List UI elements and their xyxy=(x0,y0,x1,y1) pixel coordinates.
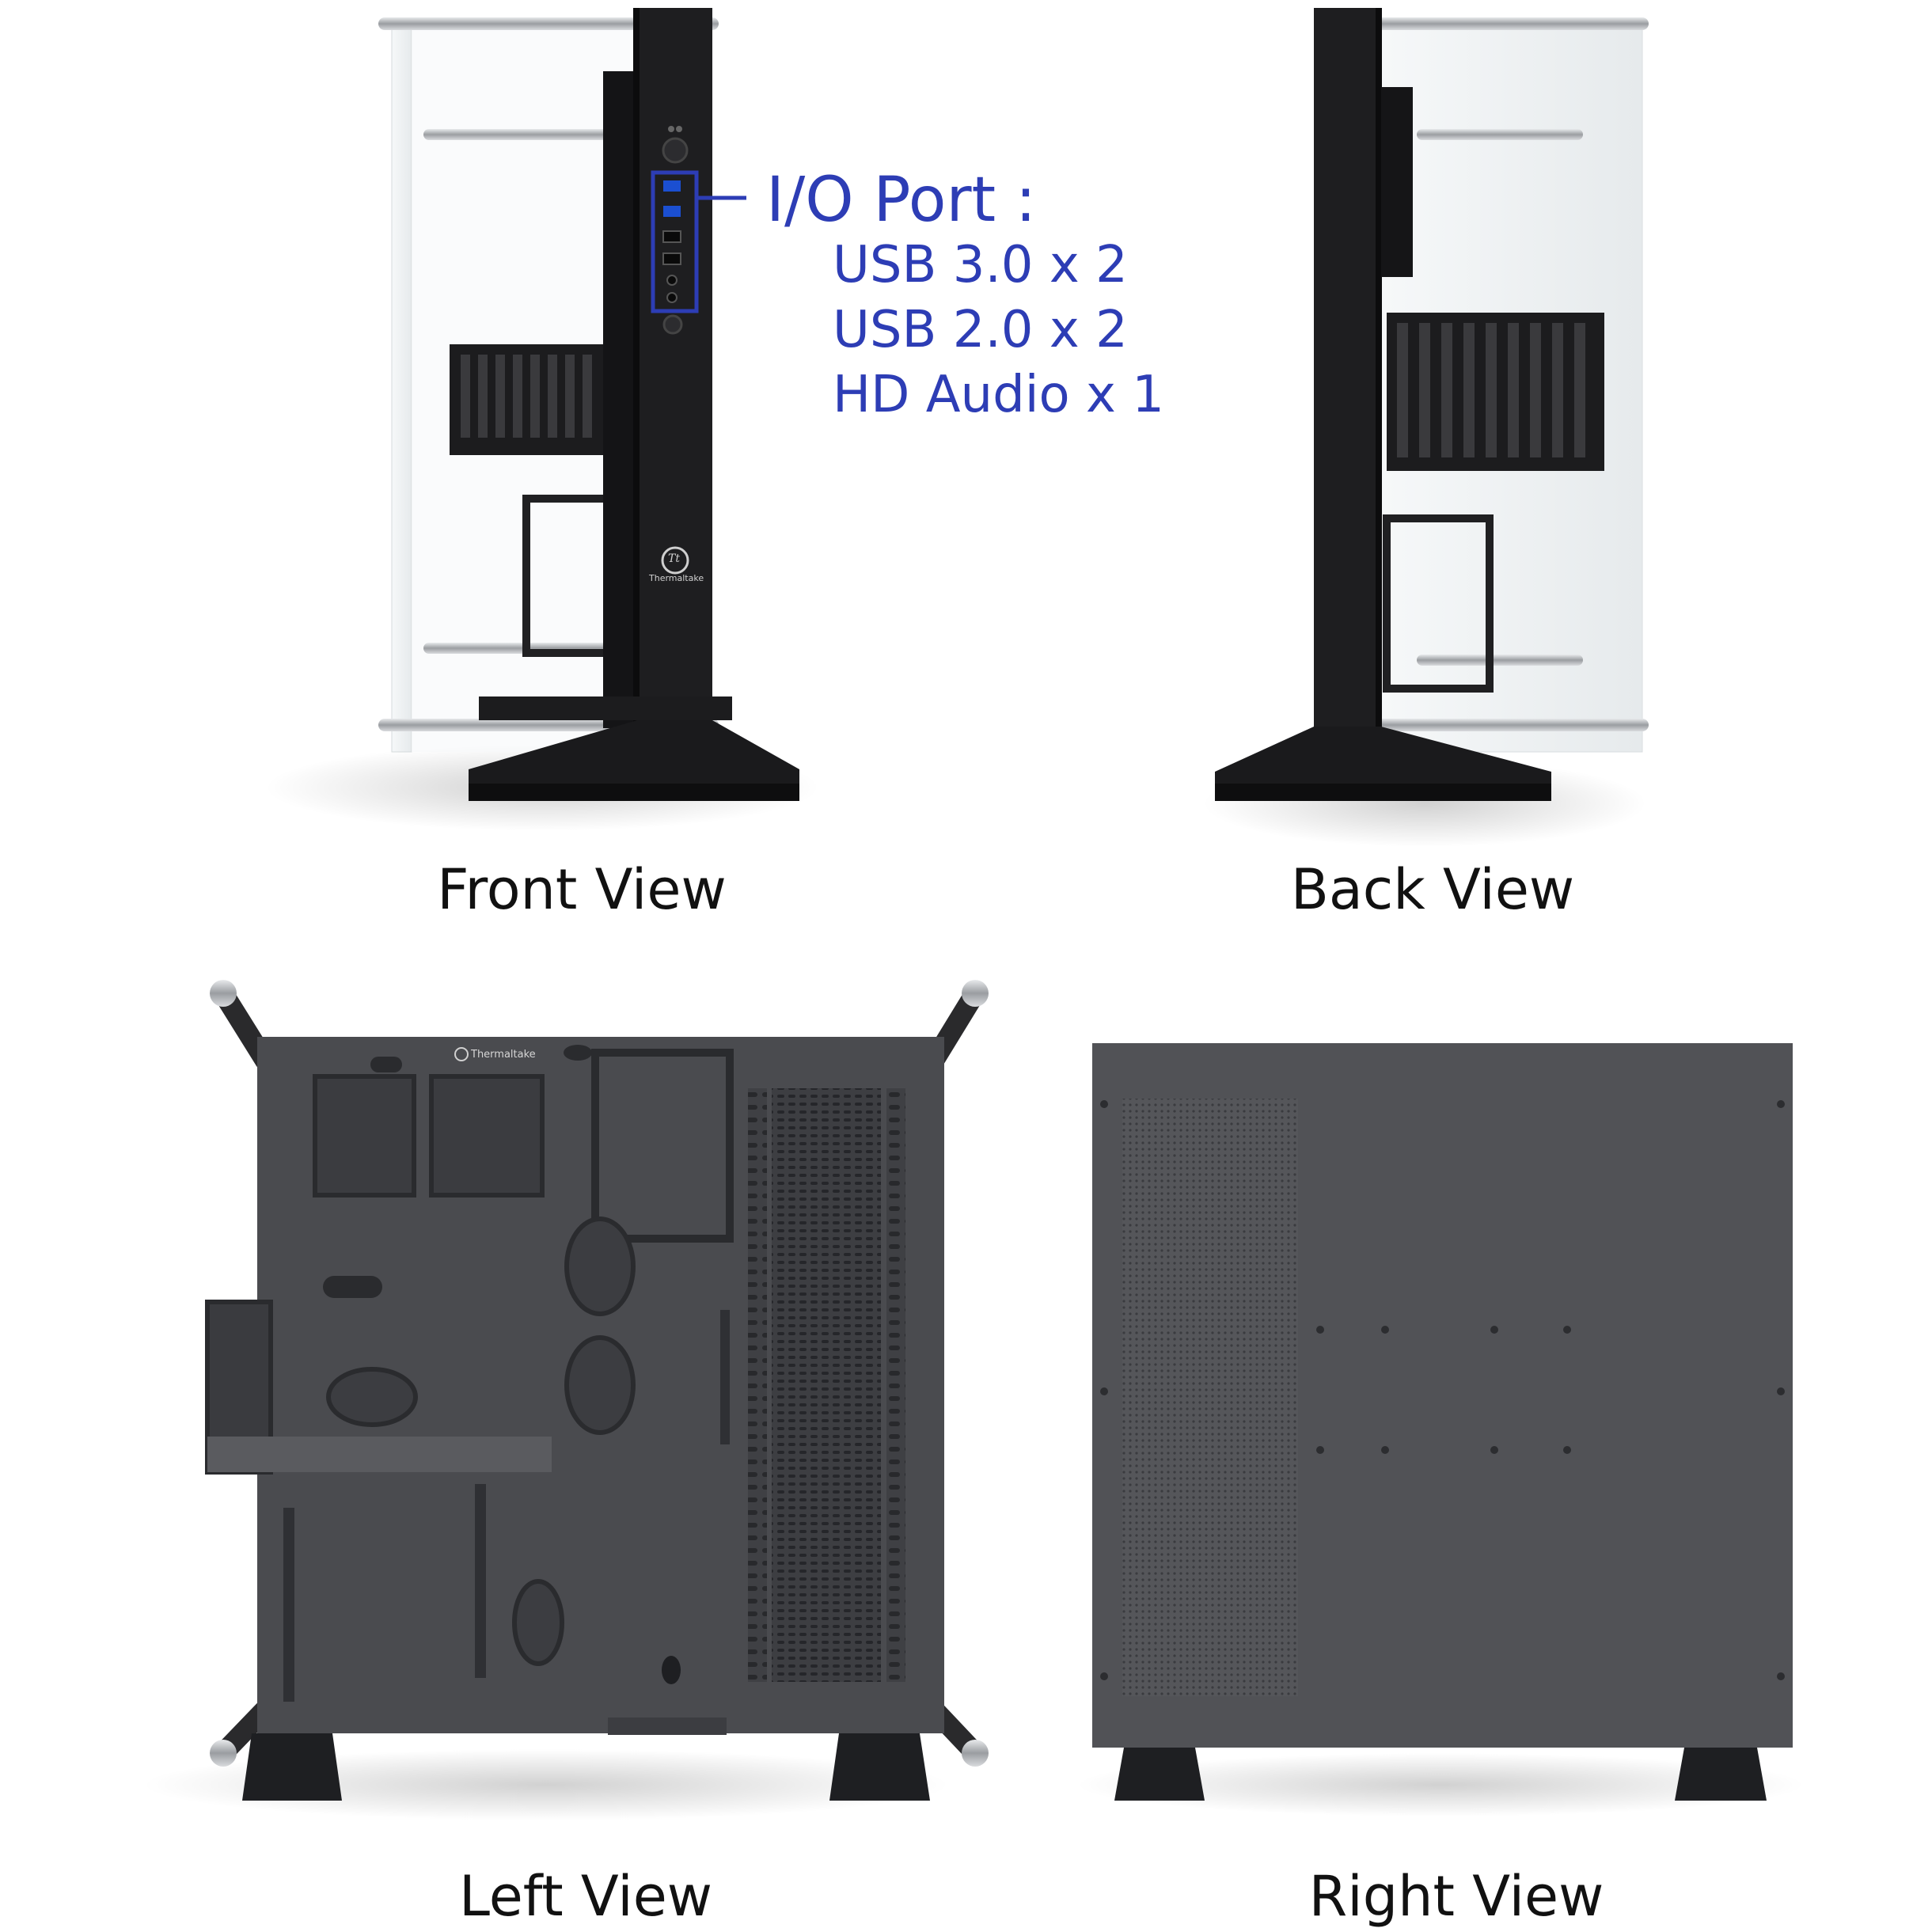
audio-jack-1 xyxy=(666,275,678,286)
usb2-port-2 xyxy=(662,252,681,265)
left-view-case xyxy=(142,980,989,1820)
right-foot-1 xyxy=(1114,1748,1205,1801)
back-view-label: Back View xyxy=(1290,857,1575,922)
front-view-label: Front View xyxy=(437,857,727,922)
io-spec-usb2: USB 2.0 x 2 xyxy=(833,301,1128,359)
front-view-case xyxy=(265,8,819,831)
io-spec-usb3: USB 3.0 x 2 xyxy=(833,236,1128,294)
front-stand xyxy=(469,720,799,801)
left-brand-logo: Thermaltake xyxy=(471,1049,536,1061)
back-view-case xyxy=(1203,8,1649,847)
power-button xyxy=(662,137,689,164)
right-mesh-area xyxy=(1122,1099,1298,1696)
back-rod-bottom xyxy=(1376,719,1649,731)
left-logo-mark xyxy=(454,1047,469,1061)
usb2-port-1 xyxy=(662,230,681,243)
front-main-panel xyxy=(637,8,712,752)
left-drive-cage xyxy=(591,1049,734,1243)
left-view-label: Left View xyxy=(458,1864,713,1929)
reset-button xyxy=(662,314,683,335)
left-foot-1 xyxy=(242,1733,342,1801)
left-shelf xyxy=(207,1437,552,1472)
io-port-highlight-box xyxy=(651,170,699,313)
front-brand-logo: Thermaltake xyxy=(649,573,704,583)
front-glass-panel xyxy=(391,23,412,753)
usb3-port-2 xyxy=(663,206,681,217)
back-stand xyxy=(1215,727,1551,801)
right-view-case xyxy=(1076,1043,1805,1816)
front-rod-upper xyxy=(423,129,653,140)
audio-jack-2 xyxy=(666,292,678,303)
back-rod-top xyxy=(1376,17,1649,30)
io-spec-audio: HD Audio x 1 xyxy=(833,366,1164,424)
left-foot-2 xyxy=(829,1733,930,1801)
left-vent-column xyxy=(772,1088,881,1682)
usb3-port-1 xyxy=(663,180,681,192)
front-brand-mark: Tt xyxy=(668,552,680,565)
back-main-panel xyxy=(1314,8,1377,752)
right-foot-2 xyxy=(1675,1748,1767,1801)
front-logo-mark xyxy=(661,546,689,575)
io-port-title: I/O Port : xyxy=(766,165,1037,236)
back-psu-frame xyxy=(1383,514,1494,693)
right-view-label: Right View xyxy=(1308,1864,1604,1929)
